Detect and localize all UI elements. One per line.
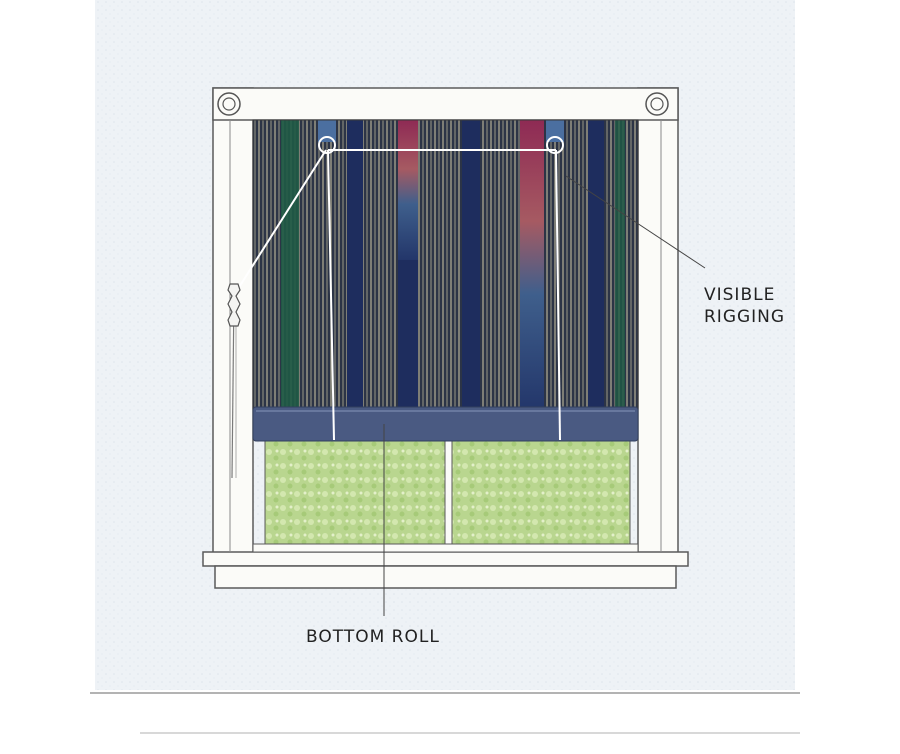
stripe-navy-4	[588, 120, 604, 410]
glass-pane-left	[265, 440, 445, 544]
stripe-green-2	[615, 120, 625, 410]
shade-fabric	[253, 120, 639, 410]
visible-rigging-label: VISIBLE RIGGING	[704, 284, 785, 328]
frame-right-casing	[638, 88, 678, 558]
visible-rigging-label-line2: RIGGING	[704, 306, 785, 328]
bottom-roll-label: BOTTOM ROLL	[306, 626, 440, 648]
frame-head-casing	[213, 88, 678, 120]
stripe-navy-1	[347, 120, 363, 410]
window-apron	[215, 566, 676, 588]
window-sill	[203, 552, 688, 566]
glass-pane-right	[452, 440, 630, 544]
cord-cleat-icon	[228, 284, 240, 326]
bottom-roll	[253, 407, 638, 441]
stripe-green-1	[281, 120, 299, 410]
stripe-magenta-1	[398, 120, 418, 260]
visible-rigging-label-line1: VISIBLE	[704, 284, 785, 306]
stripe-magenta-2	[520, 120, 544, 410]
stripe-navy-3	[462, 120, 480, 410]
sash-rail	[253, 544, 638, 552]
window-muntin	[445, 440, 452, 544]
